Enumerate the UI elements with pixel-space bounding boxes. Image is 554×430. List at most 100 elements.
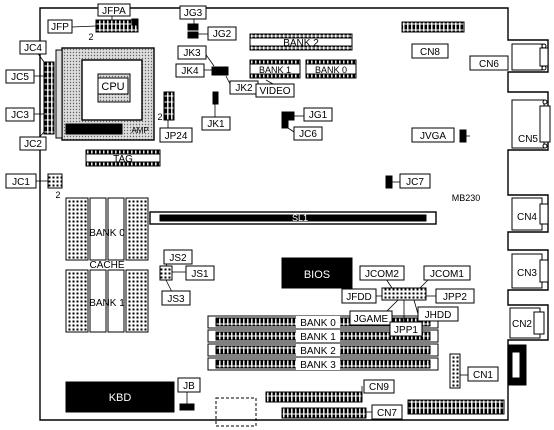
label-boxes	[5, 3, 509, 420]
label-simm-bank2: BANK 2	[300, 346, 336, 357]
label-cache-bank0: BANK 0	[89, 228, 125, 239]
label-js2: JS2	[169, 253, 187, 264]
video-bank1-chips	[249, 59, 301, 79]
label-cpu: CPU	[101, 81, 124, 93]
label-video-bank1: BANK 1	[259, 65, 291, 75]
jk1-jumper	[212, 91, 219, 105]
label-jk2: JK2	[235, 83, 253, 94]
label-pin2-cpu: 2	[157, 112, 162, 122]
label-jk3: JK3	[183, 48, 201, 59]
label-bios: BIOS	[304, 269, 330, 281]
label-jfp: JFP	[51, 22, 69, 33]
jp24-jumper	[163, 91, 175, 121]
cn8-header	[401, 21, 465, 33]
label-simm-bank0: BANK 0	[300, 318, 336, 329]
kbd-controller-chip	[65, 381, 175, 413]
cn5-connector	[511, 99, 551, 149]
label-jhdd: JHDD	[425, 310, 452, 321]
cn1-connector	[449, 353, 461, 389]
label-tag: TAG	[113, 154, 133, 165]
jg3-jumper	[187, 23, 199, 31]
label-jc4: JC4	[24, 43, 42, 54]
cache-bank1-sockets	[65, 269, 149, 333]
label-amp: AMP	[131, 126, 148, 135]
label-jc6: JC6	[299, 129, 317, 140]
label-cn9: CN9	[369, 382, 389, 393]
label-jk1: JK1	[207, 119, 225, 130]
label-kbd: KBD	[109, 392, 132, 404]
label-jcom1: JCOM1	[430, 269, 464, 280]
label-jvga: JVGA	[420, 131, 446, 142]
cn4-connector	[511, 197, 549, 231]
label-cn1: CN1	[473, 370, 493, 381]
label-sl1: SL1	[292, 213, 308, 223]
label-js3: JS3	[167, 294, 185, 305]
label-jg3: JG3	[184, 8, 203, 19]
label-cn4: CN4	[517, 212, 537, 223]
label-cn2: CN2	[512, 319, 532, 330]
board-outline	[39, 7, 549, 421]
label-cn7: CN7	[377, 408, 397, 419]
jg2-jumper	[187, 31, 199, 39]
label-jpp1: JPP1	[394, 325, 418, 336]
battery-outline	[215, 397, 257, 427]
label-jg2: JG2	[213, 29, 232, 40]
sl1-slot	[149, 211, 437, 225]
cn7-header	[281, 407, 367, 419]
js-jumper-block	[159, 265, 173, 281]
tag-socket	[85, 149, 161, 167]
label-jc2: JC2	[24, 139, 42, 150]
label-jc5: JC5	[11, 72, 29, 83]
jvga-jumper	[459, 129, 467, 143]
video-bank0-chips	[305, 59, 357, 79]
label-jc7: JC7	[406, 177, 424, 188]
simm-labels: BANK 0 BANK 1 BANK 2 BANK 3	[296, 316, 340, 371]
video-bank2-chips	[249, 33, 353, 51]
kbd-din-connector	[507, 344, 527, 386]
cache-bank0-sockets	[65, 197, 149, 261]
jc1-jumper	[47, 173, 63, 189]
label-cn6: CN6	[479, 59, 499, 70]
label-simm-bank3: BANK 3	[300, 360, 336, 371]
jc6-jumper	[281, 119, 289, 129]
label-jgame: JGAME	[354, 314, 389, 325]
cn9-header	[265, 391, 363, 403]
label-jfpa: JFPA	[102, 6, 126, 17]
label-model: MB230	[452, 193, 481, 203]
expansion-header	[407, 399, 505, 415]
label-video-bank0: BANK 0	[315, 65, 347, 75]
jfpa-pin	[131, 18, 139, 26]
label-js1: JS1	[191, 269, 209, 280]
io-jumper-row	[381, 287, 427, 301]
cn2-connector	[509, 307, 545, 339]
labels-bottom: CN1 KBD JB CN9 CN7	[109, 370, 494, 419]
jc-jumper-column	[43, 61, 55, 135]
cn6-connector	[511, 43, 549, 71]
label-jg1: JG1	[309, 110, 328, 121]
label-jb: JB	[183, 381, 195, 392]
label-video-bank2: BANK 2	[283, 38, 319, 49]
label-cache-bank1: BANK 1	[89, 298, 125, 309]
label-jc1: JC1	[12, 177, 30, 188]
label-jp24: JP24	[165, 131, 188, 142]
label-cn3: CN3	[517, 268, 537, 279]
label-cache: CACHE	[89, 260, 124, 271]
label-jk4: JK4	[181, 66, 199, 77]
jg1-jumper	[281, 111, 295, 121]
jb-jumper	[179, 403, 195, 411]
label-pin2-jc1: 2	[55, 190, 60, 200]
label-video: VIDEO	[259, 86, 290, 97]
label-cn5: CN5	[518, 134, 538, 145]
bios-chip	[281, 257, 353, 289]
jk4-jumper	[211, 66, 229, 76]
label-jcom2: JCOM2	[365, 269, 399, 280]
jc7-jumper	[385, 175, 393, 189]
label-simm-bank1: BANK 1	[300, 332, 336, 343]
label-jc3: JC3	[11, 110, 29, 121]
label-jfdd: JFDD	[346, 292, 372, 303]
label-pin2-jfp: 2	[88, 32, 93, 42]
cn3-connector	[511, 253, 549, 289]
labels: JFPA JFP 2 JG3 JG2 JC4 JC5 JC3 JC2 JC1 2…	[11, 6, 538, 336]
label-jpp2: JPP2	[443, 292, 467, 303]
